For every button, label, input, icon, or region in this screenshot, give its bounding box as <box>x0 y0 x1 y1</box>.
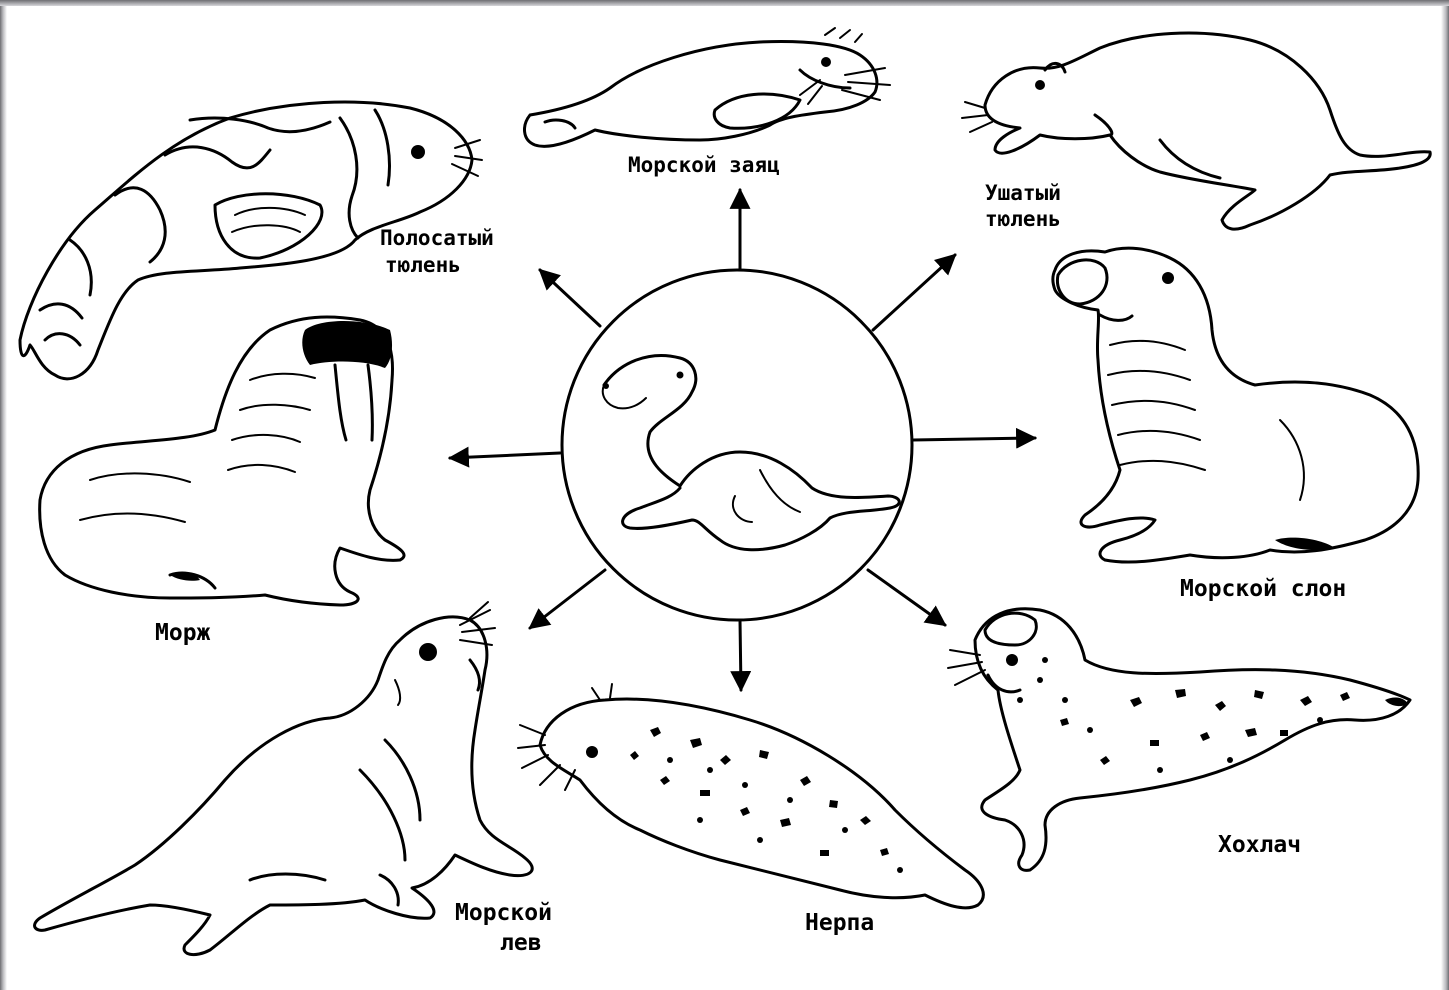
ringed-seal-drawing <box>518 684 983 908</box>
arrow-down-right <box>868 570 945 625</box>
elephant-seal-drawing <box>1053 248 1418 562</box>
hooded-seal-drawing <box>948 609 1410 871</box>
elephant-seal-label-line-1: Морской слон <box>1180 576 1346 602</box>
arrow-right <box>913 438 1035 440</box>
striped-seal-label: Полосатый тюлень <box>380 226 494 277</box>
eared-seal-label-line-1: Ушатый <box>985 181 1061 205</box>
ringed-seal-label-line-1: Нерпа <box>805 910 874 936</box>
hooded-seal-label: Хохлач <box>1218 832 1301 858</box>
sea-lion-label: Морской лев <box>455 900 552 956</box>
bearded-seal-label: Морской заяц <box>628 153 780 177</box>
arrow-left <box>450 453 560 458</box>
walrus-label-line-1: Морж <box>155 620 211 646</box>
arrow-up-right <box>873 255 955 330</box>
hooded-seal-label-line-1: Хохлач <box>1218 832 1301 858</box>
striped-seal-label-line-2: тюлень <box>385 253 461 277</box>
arrow-down-left <box>530 570 605 628</box>
walrus-label: Морж <box>155 620 211 646</box>
eared-seal-label: Ушатый тюлень <box>985 181 1061 231</box>
sea-lion-label-line-2: лев <box>500 930 542 956</box>
bearded-seal-drawing <box>525 28 890 146</box>
ringed-seal-label: Нерпа <box>805 910 874 936</box>
center-node <box>562 270 912 620</box>
arrow-up-left <box>540 270 600 326</box>
eared-seal-label-line-2: тюлень <box>985 207 1061 231</box>
bearded-seal-label-line-1: Морской заяц <box>628 153 780 177</box>
center-circle <box>562 270 912 620</box>
arrow-down <box>740 620 741 690</box>
elephant-seal-label: Морской слон <box>1180 576 1346 602</box>
striped-seal-label-line-1: Полосатый <box>380 226 494 250</box>
sea-lion-label-line-1: Морской <box>455 900 552 926</box>
